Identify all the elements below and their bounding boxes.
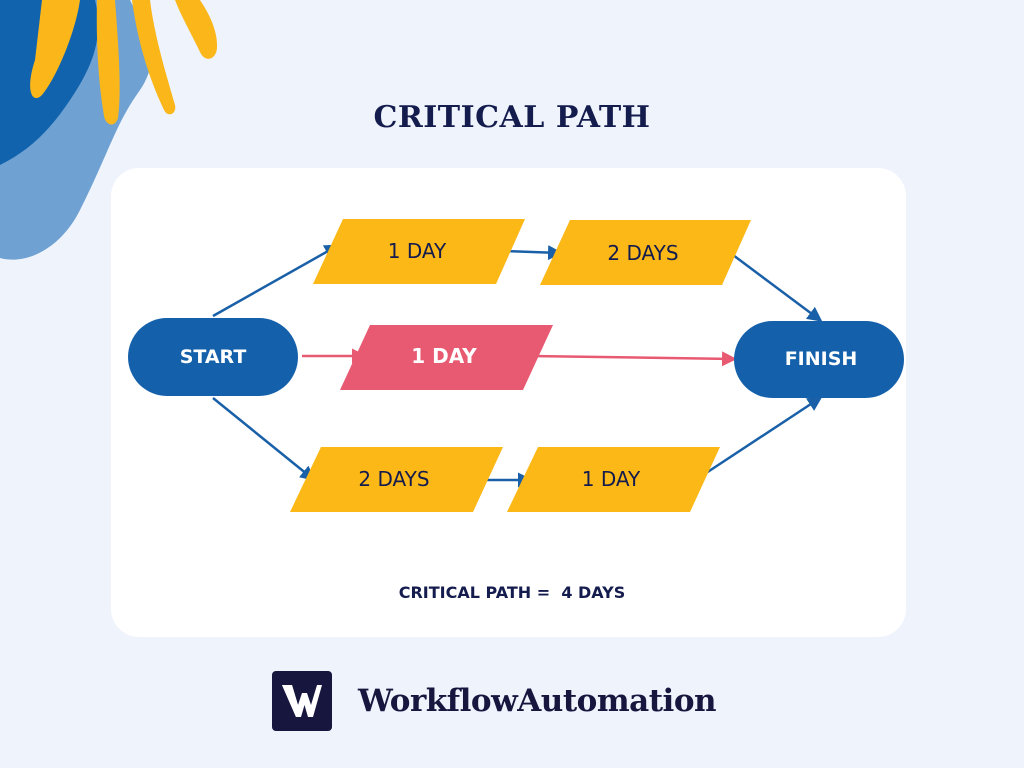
task-bottom-1-label: 2 DAYS	[358, 467, 429, 491]
task-middle-label: 1 DAY	[411, 344, 477, 368]
brand-name: WorkflowAutomation	[358, 683, 717, 719]
task-bottom-2	[507, 447, 720, 512]
start-label: START	[180, 346, 247, 368]
start-node	[128, 318, 298, 396]
brand: WorkflowAutomation	[272, 670, 717, 732]
finish-node	[734, 321, 904, 398]
corner-decoration	[0, 0, 218, 260]
task-bottom-1	[290, 447, 503, 512]
arrow-bottom2-to-finish	[696, 396, 823, 481]
arrow-top2-to-finish	[728, 250, 823, 322]
arrow-start-to-bottom1	[212, 397, 316, 481]
task-top-1-label: 1 DAY	[388, 239, 447, 263]
task-top-2	[540, 220, 751, 285]
task-bottom-2-label: 1 DAY	[582, 467, 641, 491]
page-title: CRITICAL PATH	[373, 100, 651, 135]
workflow-w-logo-icon	[272, 671, 332, 731]
arrow-middle-to-finish	[529, 351, 737, 367]
task-top-1	[313, 219, 525, 284]
critical-path-summary: CRITICAL PATH = 4 DAYS	[398, 583, 626, 602]
task-middle-critical	[340, 325, 553, 390]
task-top-2-label: 2 DAYS	[607, 241, 678, 265]
arrow-start-to-top1	[212, 244, 340, 318]
finish-label: FINISH	[785, 348, 858, 370]
arrow-top1-to-top2	[502, 245, 563, 261]
